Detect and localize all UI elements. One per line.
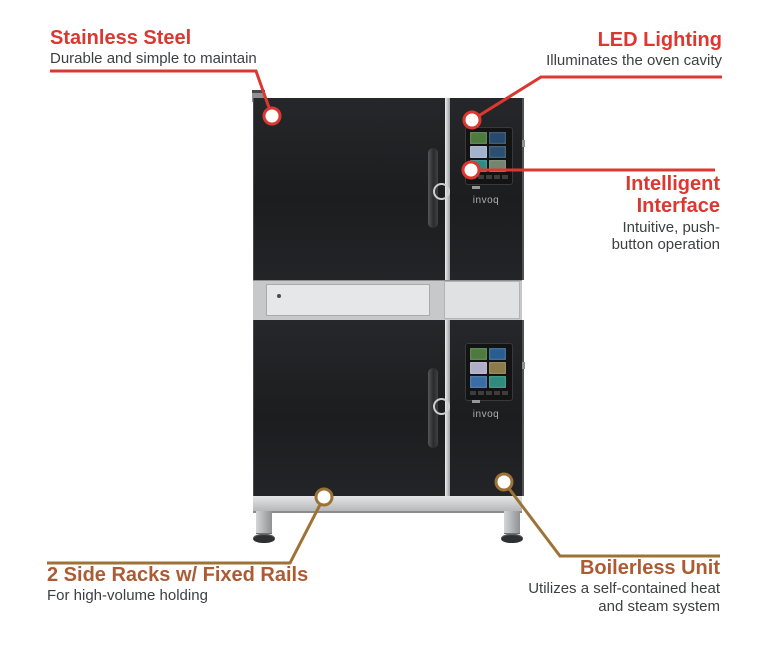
callout-intelligent-interface: Intelligent Interface Intuitive, push-bu… [590,173,720,254]
lower-control-panel: invoq [450,320,524,496]
screen-tile-combi-icon [470,146,487,158]
adjustable-foot-right [501,534,523,543]
screen-tile-steam-icon [470,132,487,144]
upper-control-panel: invoq [450,98,524,280]
callout-boilerless-unit: Boilerless Unit Utilizes a self-containe… [520,557,720,616]
screen-button-row [466,172,512,179]
callout-title: Intelligent Interface [625,173,720,218]
stand-leg-left [256,511,272,534]
screen-tile-program-icon [489,146,506,158]
stand-leg-right [504,511,520,534]
screen-tile-clean-icon [470,160,487,172]
callout-description: Durable and simple to maintain [50,50,257,68]
invoq-logo-mark-icon [472,186,480,189]
lower-door-latch-ring [433,398,450,415]
spacer-screw-dot [277,294,281,298]
stainless-steel-line [50,69,274,117]
adjustable-foot-left [253,534,275,543]
lower-oven-door [253,320,446,496]
callout-description: Intuitive, push-button operation [611,218,720,254]
invoq-logo-mark-icon [472,400,480,403]
callout-title: 2 Side Racks w/ Fixed Rails [47,564,309,586]
spacer-recessed-panel [266,284,430,316]
callout-description: Utilizes a self-contained heat and steam… [528,580,720,616]
screen-tile-settings-icon [489,376,506,388]
spacer-right-panel [444,281,520,319]
screen-tile-steam-icon [470,348,487,360]
invoq-logo-lower: invoq [450,400,522,422]
screen-tile-convection-icon [489,132,506,144]
callout-side-racks: 2 Side Racks w/ Fixed Rails For high-vol… [47,564,308,605]
boilerless-line [502,481,720,558]
screen-tile-combi-icon [470,362,487,374]
screen-button-row [466,388,512,395]
upper-oven-door [253,98,446,280]
upper-touchscreen [465,127,513,185]
callout-title: Stainless Steel [50,27,192,49]
callout-led-lighting: LED Lighting Illuminates the oven cavity [546,29,722,70]
callout-description: For high-volume holding [47,587,208,605]
lower-touchscreen [465,343,513,401]
screen-tile-program-icon [489,362,506,374]
callout-title: Boilerless Unit [579,557,720,579]
callout-stainless-steel: Stainless Steel Durable and simple to ma… [50,27,257,68]
screen-tile-convection-icon [489,348,506,360]
base-frame-rail [253,496,522,513]
side-sensor-nub [522,362,525,369]
side-sensor-nub [522,140,525,147]
upper-door-latch-ring [433,183,450,200]
screen-tile-settings-icon [489,160,506,172]
screen-tile-clean-icon [470,376,487,388]
callout-title: LED Lighting [597,29,722,51]
callout-description: Illuminates the oven cavity [546,52,722,70]
invoq-logo-upper: invoq [450,186,522,208]
